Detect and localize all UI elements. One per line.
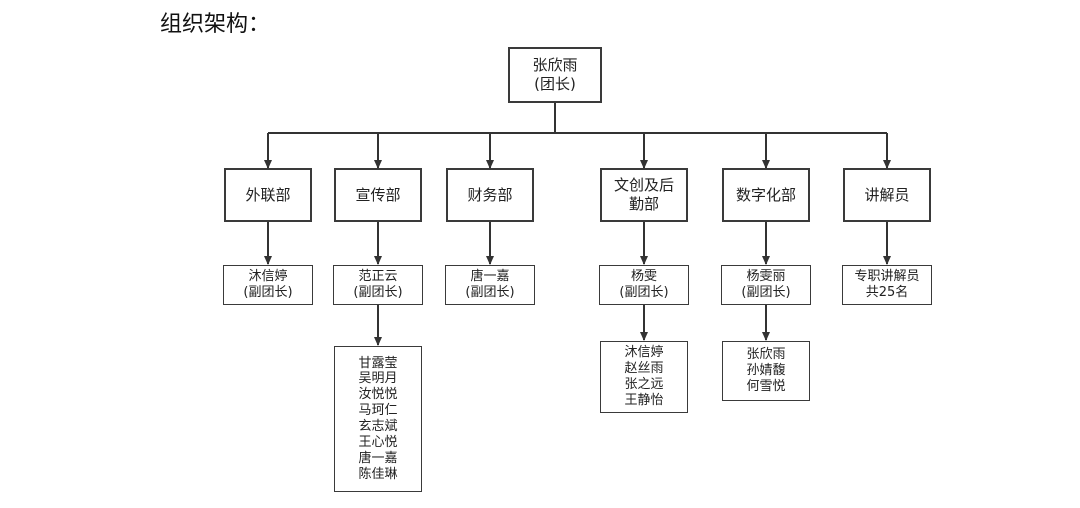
member-name: 王心悦 <box>358 434 398 450</box>
members-node-wenchuang: 沐信婷 赵丝雨 张之远 王静怡 <box>600 341 688 413</box>
head-node-shuzihua: 杨雯丽 (副团长) <box>721 265 811 305</box>
dept-node-wailian: 外联部 <box>224 168 312 222</box>
member-name: 王静怡 <box>624 392 664 408</box>
head-node-wailian: 沐信婷 (副团长) <box>223 265 313 305</box>
dept-name: 数字化部 <box>735 185 796 204</box>
head-role: (副团长) <box>465 285 515 300</box>
root-name: 张欣雨 <box>532 56 578 75</box>
dept-node-caiwu: 财务部 <box>446 168 534 222</box>
head-role: (副团长) <box>243 285 293 300</box>
member-name: 汝悦悦 <box>358 387 398 403</box>
head-role: 共25名 <box>865 285 909 300</box>
member-name: 孙婧馥 <box>746 363 786 379</box>
dept-name-line2: 勤部 <box>628 195 659 213</box>
member-name: 甘露莹 <box>358 355 398 371</box>
dept-name: 外联部 <box>245 185 291 204</box>
head-role: (副团长) <box>619 285 669 300</box>
member-name: 张欣雨 <box>746 347 786 363</box>
members-node-shuzihua: 张欣雨 孙婧馥 何雪悦 <box>722 341 810 401</box>
dept-node-jiangjie: 讲解员 <box>843 168 931 222</box>
page-title: 组织架构： <box>160 12 271 37</box>
dept-node-shuzihua: 数字化部 <box>722 168 810 222</box>
root-node: 张欣雨 (团长) <box>508 47 602 103</box>
head-name: 唐一嘉 <box>470 269 510 285</box>
dept-node-xuanchuan: 宣传部 <box>334 168 422 222</box>
members-node-xuanchuan: 甘露莹 吴明月 汝悦悦 马珂仁 玄志斌 王心悦 唐一嘉 陈佳琳 <box>334 346 422 492</box>
member-name: 陈佳琳 <box>358 466 398 482</box>
member-name: 吴明月 <box>358 371 398 387</box>
head-name: 杨雯 <box>630 269 657 285</box>
member-name: 张之远 <box>624 377 664 392</box>
dept-name: 讲解员 <box>864 185 910 204</box>
member-name: 赵丝雨 <box>624 361 664 377</box>
head-name: 沐信婷 <box>248 269 288 285</box>
dept-name: 宣传部 <box>355 185 401 204</box>
member-name: 沐信婷 <box>624 345 664 361</box>
head-node-xuanchuan: 范正云 (副团长) <box>333 265 423 305</box>
head-role: (副团长) <box>353 285 403 300</box>
member-name: 马珂仁 <box>358 403 398 419</box>
head-node-caiwu: 唐一嘉 (副团长) <box>445 265 535 305</box>
member-name: 何雪悦 <box>746 378 786 394</box>
member-name: 唐一嘉 <box>358 450 398 466</box>
head-role: (副团长) <box>741 285 791 300</box>
head-name: 杨雯丽 <box>746 269 786 285</box>
head-node-wenchuang: 杨雯 (副团长) <box>599 265 689 305</box>
head-name: 范正云 <box>358 269 398 285</box>
dept-name: 财务部 <box>467 185 513 204</box>
head-node-jiangjie: 专职讲解员 共25名 <box>842 265 932 305</box>
member-name: 玄志斌 <box>358 419 398 434</box>
head-name: 专职讲解员 <box>854 269 920 285</box>
dept-node-wenchuang: 文创及后 勤部 <box>600 168 688 222</box>
root-role: (团长) <box>534 75 576 93</box>
dept-name-line1: 文创及后 <box>613 176 674 195</box>
